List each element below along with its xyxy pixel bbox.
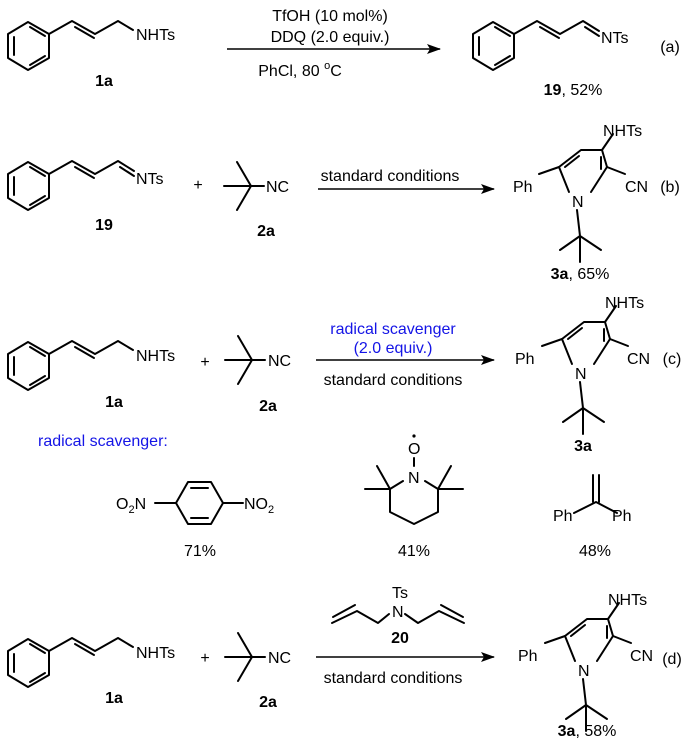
compound-label: 2a [259,398,277,415]
scavenger-tempo: O N 41% [364,434,464,560]
product-left-group: Ph [518,648,538,665]
product-right-group: CN [627,351,650,368]
product-top-group: NHTs [605,295,644,312]
reagent-group: NC [268,650,291,667]
scavenger-yield: 41% [398,543,430,560]
scavenger-dinitrobenzene: O2N NO2 71% [116,481,274,560]
product-label: 3a [574,438,592,455]
compound-label: 2a [257,223,275,240]
condition-line-2: standard conditions [324,372,463,389]
compound-label: 1a [105,394,123,411]
product-19-structure [472,20,600,71]
substrate-group: NTs [136,171,164,188]
product-label: 19, 52% [544,82,603,99]
scheme-label-d: (d) [662,651,682,668]
product-ring-atom: N [578,663,590,680]
plus-sign: + [200,354,209,371]
product-label: 3a, 58% [558,723,617,740]
scavenger-yield: 71% [184,543,216,560]
phenyl-left: Ph [553,508,573,525]
product-ring-atom: N [572,194,584,211]
product-group: NTs [601,30,629,47]
additive-label: 20 [391,630,409,647]
tempo-oxygen: O [408,441,420,458]
product-top-group: NHTs [608,592,647,609]
scavenger-heading: radical scavenger: [38,433,168,450]
substrate-1a-structure [7,637,134,688]
product-right-group: CN [625,179,648,196]
reagent-2a-structure [224,632,266,682]
nitro-right: NO2 [244,496,274,516]
substrate-1a-structure [7,340,134,391]
scavenger-diphenylethylene: Ph Ph 48% [553,474,632,560]
plus-sign: + [200,650,209,667]
additive-atom: N [392,604,404,621]
scavenger-yield: 48% [579,543,611,560]
reagent-2a-structure [224,335,266,385]
product-ring-atom: N [575,366,587,383]
phenyl-right: Ph [612,508,632,525]
scheme-a: NHTs 1a TfOH (10 mol%) DDQ (2.0 equiv.) … [7,8,680,99]
substrate-1a-structure [7,20,134,71]
condition-line-1: standard conditions [324,670,463,687]
condition-line-1: TfOH (10 mol%) [272,8,388,25]
radical-dot [412,434,416,438]
product-left-group: Ph [513,179,533,196]
product-top-group: NHTs [603,123,642,140]
condition-scavenger: radical scavenger [330,321,456,338]
substrate-19-structure [7,160,135,211]
condition-line-3: PhCl, 80 oC [258,60,342,80]
product-right-group: CN [630,648,653,665]
nitro-left: O2N [116,496,146,516]
substrate-group: NHTs [136,645,175,662]
tempo-nitrogen: N [408,470,420,487]
compound-label: 2a [259,694,277,711]
compound-label: 1a [105,690,123,707]
scheme-label-c: (c) [663,351,682,368]
additive-20-structure: Ts N 20 [331,585,465,647]
scheme-b: NTs 19 + NC 2a standard conditions Ph N … [7,123,680,283]
scheme-d: NHTs 1a + NC 2a Ts N 20 standard conditi… [7,585,682,740]
substrate-group: NHTs [136,348,175,365]
compound-label: 19 [95,217,113,234]
substrate-group: NHTs [136,27,175,44]
scheme-label-b: (b) [660,179,680,196]
product-label: 3a, 65% [551,266,610,283]
condition-equiv: (2.0 equiv.) [354,340,433,357]
condition-line-2: DDQ (2.0 equiv.) [271,29,390,46]
condition-line-1: standard conditions [321,168,460,185]
scheme-label-a: (a) [660,39,680,56]
plus-sign: + [193,177,202,194]
reagent-group: NC [266,179,289,196]
additive-top-group: Ts [392,585,408,602]
product-left-group: Ph [515,351,535,368]
reagent-2a-structure [223,161,265,211]
scheme-c: NHTs 1a + NC 2a radical scavenger (2.0 e… [7,295,682,560]
reagent-group: NC [268,353,291,370]
compound-label: 1a [95,73,113,90]
